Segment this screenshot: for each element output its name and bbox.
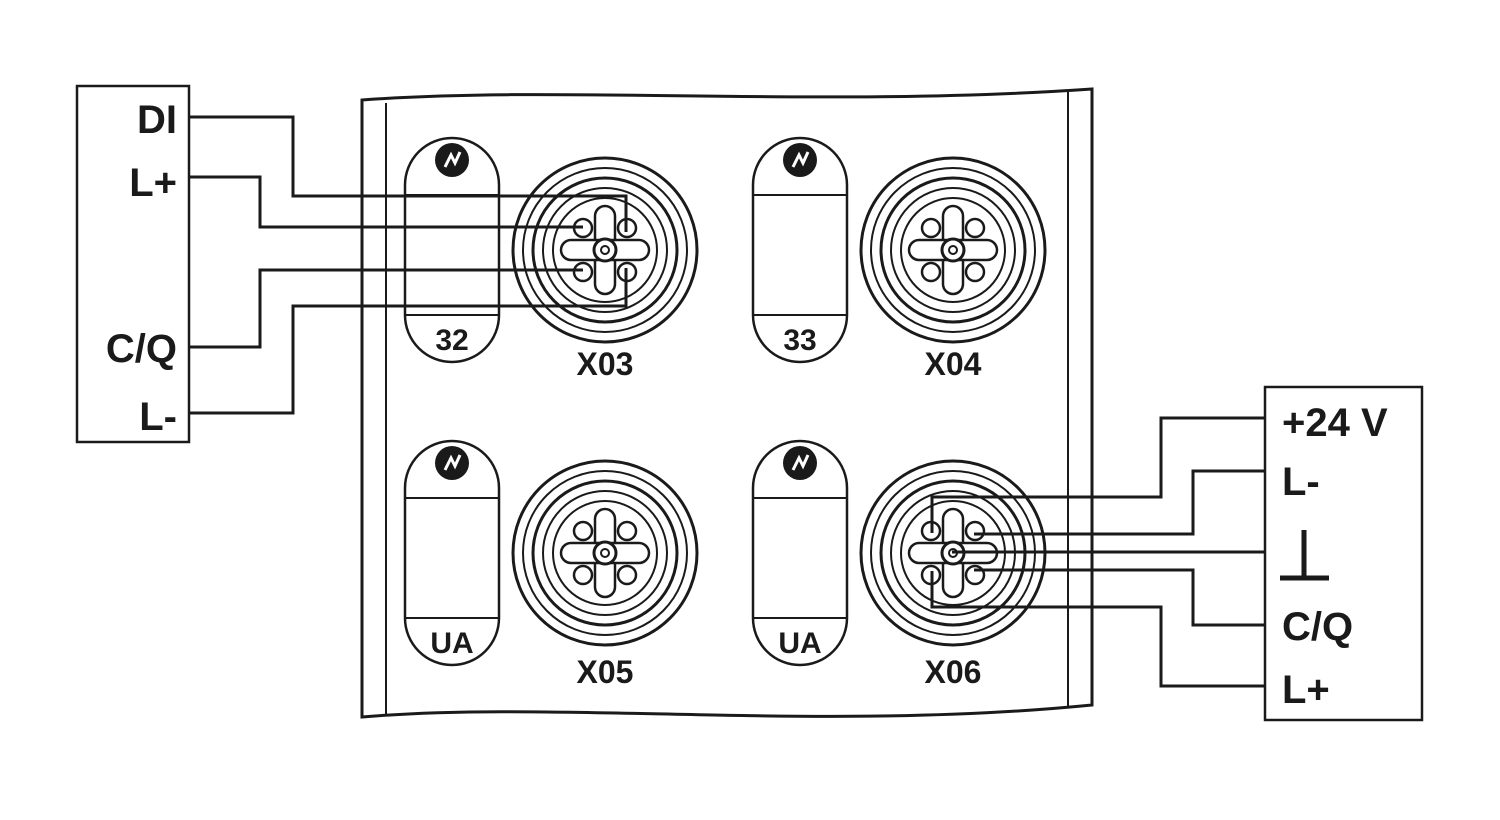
wire-cq-right — [974, 568, 1265, 627]
wire-lminus-right — [974, 469, 1265, 536]
right-device-box — [1263, 385, 1424, 722]
left-terminal-cq-label: C/Q — [106, 327, 177, 371]
m12-connector-icon — [511, 459, 699, 647]
slot-marker-label: UA — [778, 627, 821, 660]
wire-cq — [189, 268, 583, 349]
left-terminal-lminus-label: L- — [139, 395, 177, 439]
wire-lplus — [189, 175, 583, 229]
status-led-icon — [435, 446, 469, 480]
slot-marker-label: UA — [430, 627, 473, 660]
status-led-icon — [783, 143, 817, 177]
right-terminal-lplus-label: L+ — [1282, 668, 1330, 712]
slot-marker-label: 33 — [783, 324, 816, 357]
status-led-icon — [435, 143, 469, 177]
status-led-icon — [783, 446, 817, 480]
m12-connector-icon — [511, 156, 699, 344]
slot-x06: UA X06 — [751, 439, 1047, 690]
slot-x05: UA X05 — [403, 439, 699, 690]
connector-label: X06 — [925, 654, 982, 690]
left-terminal-lplus-label: L+ — [129, 161, 177, 205]
ground-symbol-icon — [1280, 530, 1329, 581]
right-terminal-lminus-label: L- — [1282, 460, 1320, 504]
left-device-box — [75, 84, 191, 444]
wire-lplus-right — [930, 571, 1265, 688]
right-terminal-plus24-label: +24 V — [1282, 401, 1388, 445]
right-terminal-cq-label: C/Q — [1282, 605, 1353, 649]
wire-plus24 — [930, 416, 1265, 533]
connector-label: X05 — [577, 654, 634, 690]
connector-label: X04 — [925, 346, 982, 382]
m12-connector-icon — [859, 156, 1047, 344]
wire-di — [189, 115, 628, 232]
wire-lminus — [189, 268, 628, 415]
left-terminal-di-label: DI — [137, 98, 177, 142]
slot-marker-label: 32 — [435, 324, 468, 357]
connector-label: X03 — [577, 346, 634, 382]
